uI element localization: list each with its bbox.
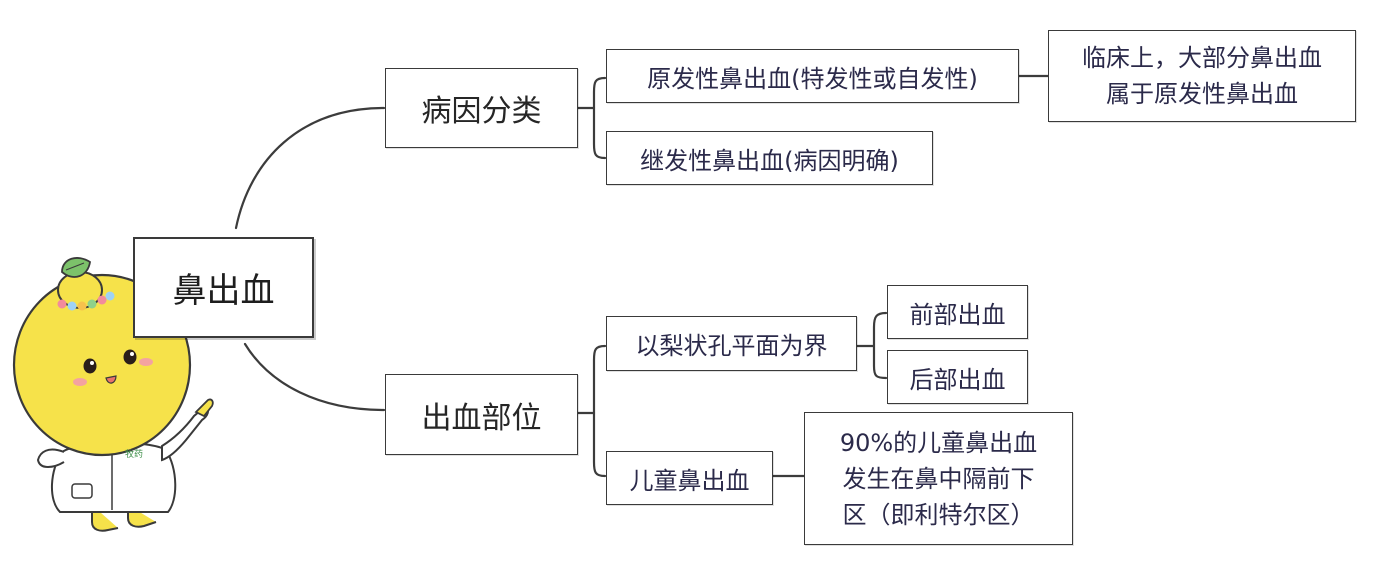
node-posterior-label: 后部出血 — [909, 365, 1006, 394]
note-primary: 临床上，大部分鼻出血 属于原发性鼻出血 — [1048, 30, 1356, 122]
connector-root-cause — [234, 106, 386, 230]
mascot-cheek — [73, 378, 87, 386]
mascot-right-eye — [123, 349, 137, 365]
bead — [105, 291, 115, 301]
node-pyriform: 以梨状孔平面为界 — [606, 316, 857, 371]
eye-glint — [90, 361, 94, 365]
connector-root-site — [243, 342, 386, 412]
mascot-pocket — [71, 483, 93, 499]
branch-site: 出血部位 — [385, 374, 578, 455]
mascot-right-arm — [161, 404, 210, 462]
node-child-label: 儿童鼻出血 — [629, 466, 750, 495]
eye-glint — [130, 352, 134, 356]
mascot-mouth — [105, 375, 117, 384]
node-pyriform-label: 以梨状孔平面为界 — [635, 332, 828, 360]
bead — [77, 301, 87, 311]
mascot-legs — [91, 505, 157, 532]
note-child-line3: 区（即利特尔区） — [842, 500, 1035, 529]
note-primary-line2: 属于原发性鼻出血 — [1106, 80, 1298, 108]
node-secondary: 继发性鼻出血(病因明确) — [606, 131, 933, 185]
bead — [57, 299, 67, 309]
root-label: 鼻出血 — [172, 271, 275, 311]
leaf-vein — [65, 262, 85, 271]
node-anterior: 前部出血 — [887, 285, 1028, 339]
node-anterior-label: 前部出血 — [909, 300, 1006, 329]
node-posterior: 后部出血 — [887, 350, 1028, 404]
leaf-icon — [61, 257, 91, 278]
node-primary: 原发性鼻出血(特发性或自发性) — [606, 49, 1019, 103]
note-child-line1: 90%的儿童鼻出血 — [839, 428, 1038, 457]
bead — [87, 299, 97, 309]
bead — [97, 295, 107, 305]
connector-site-bracket — [592, 344, 607, 478]
note-child: 90%的儿童鼻出血 发生在鼻中隔前下 区（即利特尔区） — [804, 412, 1073, 545]
mascot-hand — [194, 398, 214, 418]
node-primary-label: 原发性鼻出血(特发性或自发性) — [647, 64, 978, 93]
mascot-left-eye — [83, 358, 97, 374]
branch-cause: 病因分类 — [385, 68, 578, 148]
note-primary-line1: 临床上，大部分鼻出血 — [1082, 44, 1322, 72]
mascot-left-arm — [36, 448, 65, 468]
connector-pyriform-bracket — [872, 311, 888, 380]
mascot-badge: 牧药 — [125, 448, 143, 460]
connector-cause-bracket — [592, 76, 607, 160]
bead — [67, 301, 77, 311]
note-child-line2: 发生在鼻中隔前下 — [842, 464, 1035, 493]
root-node: 鼻出血 — [133, 237, 314, 338]
mascot-cheek — [139, 358, 153, 366]
branch-site-label: 出血部位 — [421, 400, 542, 436]
node-child: 儿童鼻出血 — [606, 451, 773, 505]
node-secondary-label: 继发性鼻出血(病因明确) — [640, 146, 899, 175]
branch-cause-label: 病因分类 — [421, 94, 542, 129]
